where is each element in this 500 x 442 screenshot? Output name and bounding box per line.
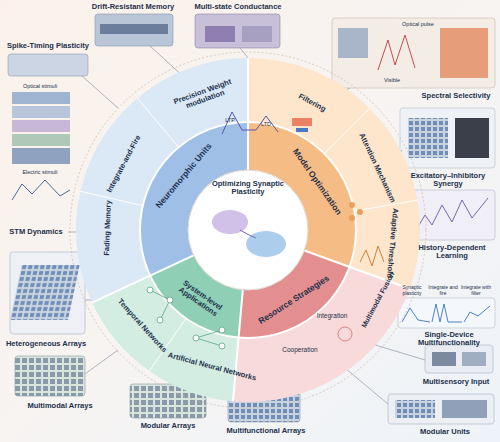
sensor-thumbnail (462, 352, 486, 366)
leader-line (345, 368, 388, 404)
leader-line (85, 350, 118, 374)
weight-curve (222, 112, 278, 134)
array-grid (395, 400, 435, 418)
outer-ring-segment (69, 51, 428, 410)
device-thumbnail (242, 26, 272, 42)
inset-label: Integrate and fire (428, 285, 458, 296)
leader-line (372, 344, 425, 360)
curve-label: LTP (220, 117, 240, 123)
inset-label: Synaptic plasticity (397, 285, 427, 296)
device-thumbnail (100, 24, 168, 34)
node-text: Integration (309, 312, 355, 319)
ring-separator (354, 200, 417, 211)
array-grid (408, 118, 448, 158)
leader-line (68, 232, 76, 233)
network-node (167, 297, 173, 303)
spectral-thumbnail (332, 18, 495, 88)
feature-label: Drift-Resistant Memory (78, 3, 188, 11)
spectrum-line (378, 35, 415, 70)
feature-label: Spectral Selectivity (416, 92, 496, 100)
network-edge (196, 338, 222, 346)
layer-stack (12, 120, 70, 132)
attention-dot (357, 209, 363, 215)
synapse-illustration (212, 210, 248, 234)
inset-label: Integrate with filter (459, 285, 493, 296)
feature-label: Single-Device Multifunctionality (399, 331, 499, 348)
synapse-illustration (240, 230, 256, 238)
threshold-spikes (360, 246, 384, 266)
feature-label: Modular Arrays (128, 422, 208, 430)
inset-label: Electric stimuli (10, 169, 70, 175)
feature-label: Multi-state Conductance (183, 3, 293, 11)
layer-stack (12, 148, 70, 164)
sensor-thumbnail (432, 352, 456, 366)
feature-label: Multimodal Arrays (15, 402, 105, 410)
sensor-thumbnail (425, 345, 493, 373)
image-thumbnail (440, 28, 488, 78)
response-curve (12, 180, 70, 200)
attention-dot (349, 215, 355, 221)
filter-icon (296, 128, 308, 132)
module-thumbnail (442, 400, 487, 418)
network-node (219, 343, 225, 349)
array-grid (10, 265, 80, 320)
network-edge (196, 330, 222, 338)
leader-line (240, 48, 248, 58)
feature-label: Heterogeneous Arrays (0, 340, 92, 348)
device-thumbnail (205, 26, 235, 42)
leader-line (82, 76, 118, 108)
center-title: Optimizing Synaptic Plasticity (196, 180, 300, 197)
device-thumbnail (95, 14, 173, 46)
node-text: Cooperation (275, 346, 325, 353)
layer-stack (12, 134, 70, 146)
inset-label: Visible (372, 77, 412, 83)
device-thumbnail (8, 54, 88, 76)
array-thumbnail (10, 252, 85, 334)
learning-curve (415, 198, 488, 232)
layer-stack (12, 92, 70, 104)
array-thumbnail (15, 356, 85, 396)
center-circle (188, 170, 308, 290)
inset-label: Optical pulse (393, 21, 443, 27)
multifunction-thumbnail (398, 298, 495, 328)
inset-label: Optical stimuli (10, 83, 70, 89)
feature-label: STM Dynamics (3, 228, 69, 236)
mechanism-segment: Cooperation (275, 346, 325, 353)
image-thumbnail (455, 118, 489, 158)
ring-separator (247, 58, 249, 170)
device-thumbnail (195, 14, 280, 48)
feature-label: History-Dependent Learning (405, 244, 499, 261)
feature-label: Multisensory Input (413, 378, 499, 386)
feature-label: Multifunctional Arrays (216, 427, 316, 435)
outer-ring-segment (62, 44, 434, 416)
ring-separator (233, 290, 243, 402)
node-text: Optimizing Synaptic Plasticity (196, 180, 300, 197)
network-node (147, 287, 153, 293)
module-thumbnail (388, 394, 494, 424)
feature-label: Excitatory–Inhibitory Synergy (401, 172, 495, 189)
network-node (157, 317, 163, 323)
spectral-thumbnail (338, 28, 368, 58)
network-node (219, 327, 225, 333)
filter-icon (292, 118, 312, 126)
curve-label: LTD (256, 121, 276, 127)
feature-label: Modular Units (405, 428, 485, 436)
network-node (193, 335, 199, 341)
attention-dot (349, 202, 355, 208)
feature-label: Spike-Timing Plasticity (0, 42, 96, 50)
mechanism-segment: Integration (309, 312, 355, 319)
synapse-illustration (246, 231, 286, 257)
synergy-thumbnail (400, 108, 495, 168)
layer-stack (12, 106, 70, 118)
ring-separator (92, 255, 194, 302)
fusion-icon (338, 327, 352, 341)
response-curve (402, 304, 490, 322)
